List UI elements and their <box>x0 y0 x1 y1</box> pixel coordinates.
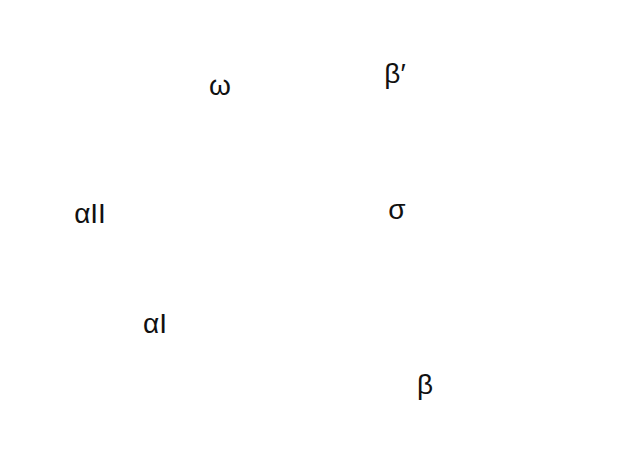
subunit-label: β′ <box>384 60 405 88</box>
omega-subunit-shape <box>189 40 251 128</box>
subunit-label: β <box>417 371 433 399</box>
alpha-two-subunit-shape <box>18 160 142 284</box>
beta-subunit-shape <box>103 88 619 450</box>
sigma-factor-outline <box>232 65 517 400</box>
subunit-label: αI <box>143 310 167 338</box>
beta-subunit-outline <box>100 85 622 451</box>
alpha-one-subunit-outline <box>80 237 214 371</box>
beta-prime-subunit-outline <box>212 0 612 340</box>
beta-subunit: β <box>100 85 622 451</box>
beta-prime-subunit: β′ <box>212 0 612 340</box>
callout-arrow <box>140 0 182 22</box>
subunit-label: σ <box>388 196 405 224</box>
omega-subunit: ω <box>185 36 257 132</box>
alpha-one-subunit-shape <box>80 237 214 371</box>
arrow-head <box>170 11 183 22</box>
sigma-factor-shape <box>235 69 515 394</box>
beta-prime-subunit-shape <box>215 14 608 335</box>
alpha-two-subunit: αII <box>18 160 142 284</box>
alpha-one-subunit: αI <box>80 237 214 371</box>
sigma-factor: σ <box>232 65 517 400</box>
subunit-label: ω <box>209 72 231 100</box>
subunit-label: αII <box>74 200 106 228</box>
